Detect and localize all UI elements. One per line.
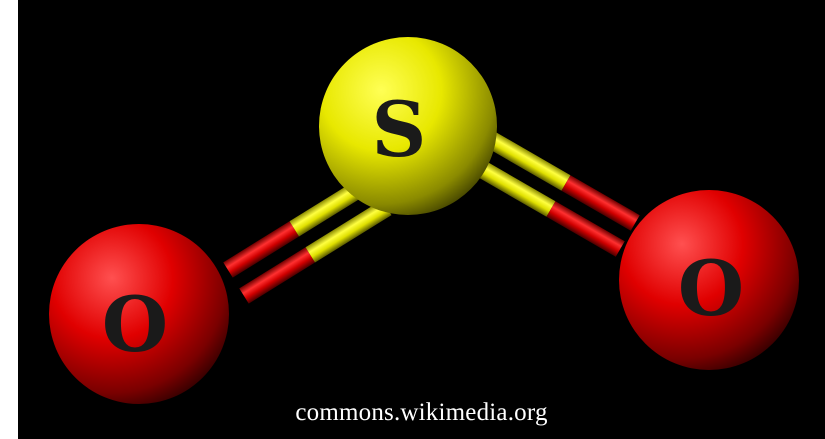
atom-oxygen-right: O: [619, 190, 799, 370]
oxygen-left-sphere: [49, 224, 229, 404]
oxygen-right-label: O: [678, 244, 744, 333]
atom-sulfur: S: [319, 37, 497, 215]
bond-segment-yellow: [468, 156, 556, 217]
sulfur-sphere: [319, 37, 497, 215]
molecule-canvas: S O O commons.wikimedia.org: [18, 0, 825, 439]
bond-sulfur-oxygen-left: [223, 173, 392, 304]
bond-segment-red: [546, 201, 625, 257]
bond-segment-red: [239, 247, 316, 304]
atom-oxygen-left: O: [49, 224, 229, 404]
sulfur-label: S: [372, 85, 427, 174]
bond-segment-red: [561, 175, 640, 231]
bond-sulfur-oxygen-right: [468, 130, 640, 257]
oxygen-left-label: O: [102, 280, 168, 369]
oxygen-right-sphere: [619, 190, 799, 370]
bond-segment-yellow: [305, 199, 392, 263]
source-credit: commons.wikimedia.org: [295, 399, 548, 426]
bond-segment-red: [223, 221, 300, 278]
bond-segment-yellow: [483, 130, 571, 191]
sulfur-dioxide-model: S O O: [49, 37, 799, 404]
